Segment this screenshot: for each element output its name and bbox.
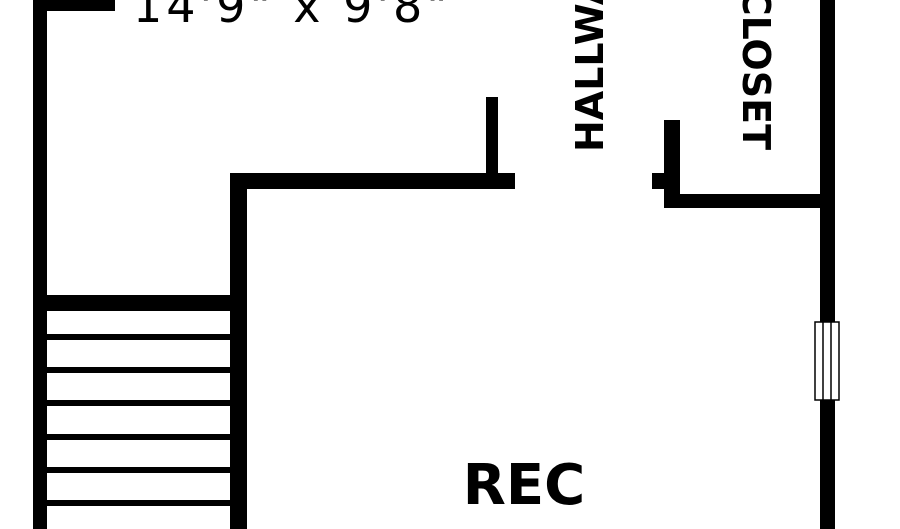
- room-dimension-label: 14'9" x 9'8": [133, 0, 451, 33]
- staircase: [47, 334, 230, 506]
- hallway-left-wall: [230, 173, 515, 189]
- stair-tread: [47, 334, 230, 340]
- stair-tread: [47, 367, 230, 373]
- hallway-label: HALLWAY: [568, 0, 612, 152]
- top-left-wall-stub: [33, 0, 115, 11]
- stair-top-wall: [33, 295, 247, 311]
- stair-tread: [47, 500, 230, 506]
- rec-room-label: REC: [463, 453, 585, 518]
- stair-tread: [47, 400, 230, 406]
- right-outer-wall: [820, 0, 835, 529]
- window: [814, 321, 840, 401]
- left-outer-wall: [33, 0, 47, 529]
- stair-tread: [47, 467, 230, 473]
- closet-bottom-wall: [664, 194, 835, 208]
- hallway-right-jamb-cap: [652, 173, 680, 189]
- stair-right-wall: [230, 173, 247, 529]
- stair-tread: [47, 434, 230, 440]
- hallway-left-jamb: [486, 97, 498, 189]
- closet-label: CLOSET: [734, 0, 778, 150]
